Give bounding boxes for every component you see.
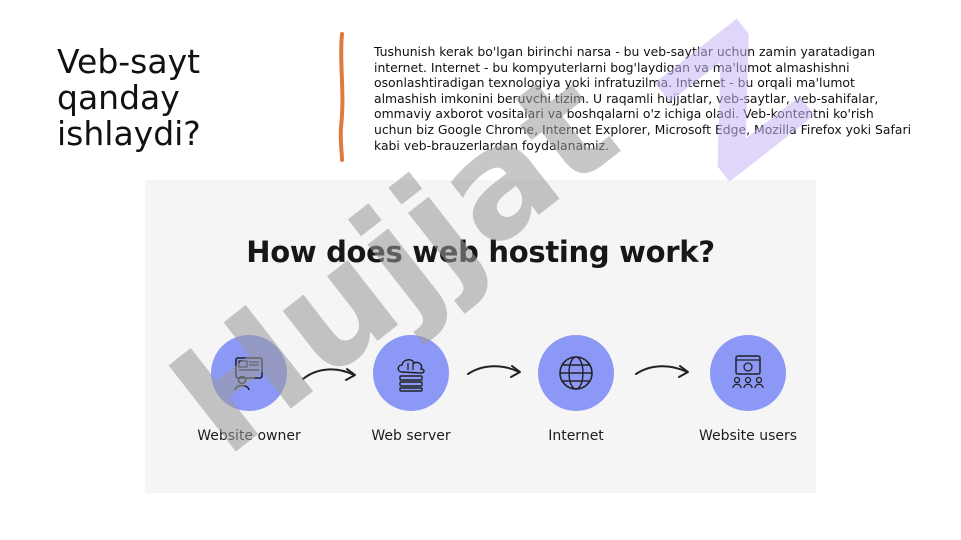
website-users-icon xyxy=(732,355,764,389)
figure-heading: How does web hosting work? xyxy=(246,235,715,269)
arrow-icon xyxy=(467,365,521,378)
website-owner-circle xyxy=(211,335,287,411)
web-hosting-figure: How does web hosting work? Website owner… xyxy=(145,180,816,493)
globe-icon xyxy=(559,356,593,390)
internet-circle xyxy=(538,335,614,411)
web-server-circle xyxy=(373,335,449,411)
body-paragraph: Tushunish kerak bo'lgan birinchi narsa -… xyxy=(374,44,912,153)
slide-title: Veb-sayt qanday ishlaydi? xyxy=(57,42,201,153)
website-owner-icon xyxy=(234,357,263,391)
step-label-internet: Internet xyxy=(548,428,604,444)
website-users-circle xyxy=(710,335,786,411)
arrow-icon xyxy=(302,368,356,381)
step-label-website-users: Website users xyxy=(698,428,798,444)
cloud-server-icon xyxy=(397,359,425,392)
step-label-web-server: Web server xyxy=(371,428,451,444)
divider-line xyxy=(338,32,345,162)
step-label-website-owner: Website owner xyxy=(197,428,301,444)
arrow-icon xyxy=(635,365,689,378)
